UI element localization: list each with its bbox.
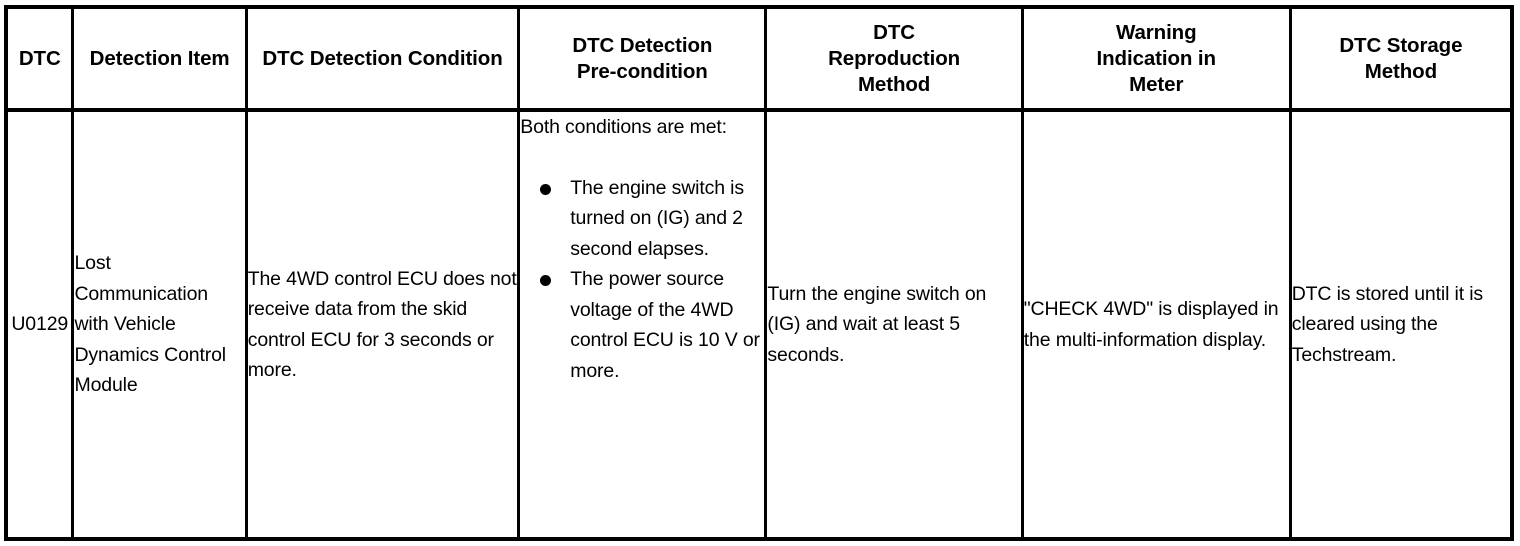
cell-reproduction-method: Turn the engine switch on (IG) and wait … <box>764 110 1024 539</box>
precondition-bullet-list: The engine switch is turned on (IG) and … <box>520 173 764 387</box>
dtc-diagnostic-table: DTC Detection Item DTC Detection Conditi… <box>4 5 1514 541</box>
column-header-storage-method: DTC Storage Method <box>1288 7 1514 112</box>
list-item: The engine switch is turned on (IG) and … <box>520 173 764 265</box>
cell-storage-method: DTC is stored until it is cleared using … <box>1288 110 1514 539</box>
cell-detection-precondition: Both conditions are met: The engine swit… <box>517 110 768 539</box>
column-header-reproduction-method: DTC Reproduction Method <box>764 7 1024 112</box>
cell-dtc-code: U0129 <box>4 110 75 539</box>
column-header-detection-precondition: DTC Detection Pre-condition <box>517 7 768 112</box>
column-header-warning-indication: Warning Indication in Meter <box>1020 7 1292 112</box>
cell-warning-indication: "CHECK 4WD" is displayed in the multi-in… <box>1020 110 1292 539</box>
list-item: The power source voltage of the 4WD cont… <box>520 264 764 386</box>
column-header-detection-item: Detection Item <box>71 7 248 112</box>
table-header: DTC Detection Item DTC Detection Conditi… <box>4 7 1514 112</box>
table-row: U0129 Lost Communication with Vehicle Dy… <box>4 110 1514 539</box>
table-body: U0129 Lost Communication with Vehicle Dy… <box>4 110 1514 539</box>
header-row: DTC Detection Item DTC Detection Conditi… <box>4 7 1514 112</box>
column-header-detection-condition: DTC Detection Condition <box>244 7 521 112</box>
cell-detection-item: Lost Communication with Vehicle Dynamics… <box>71 110 248 539</box>
precondition-intro: Both conditions are met: <box>520 116 727 138</box>
list-item-label: The engine switch is turned on (IG) and … <box>570 176 744 260</box>
column-header-dtc: DTC <box>4 7 75 112</box>
bullet-dot-icon <box>540 183 552 195</box>
cell-detection-condition: The 4WD control ECU does not receive dat… <box>244 110 521 539</box>
bullet-dot-icon <box>540 275 552 286</box>
list-item-label: The power source voltage of the 4WD cont… <box>570 268 760 382</box>
